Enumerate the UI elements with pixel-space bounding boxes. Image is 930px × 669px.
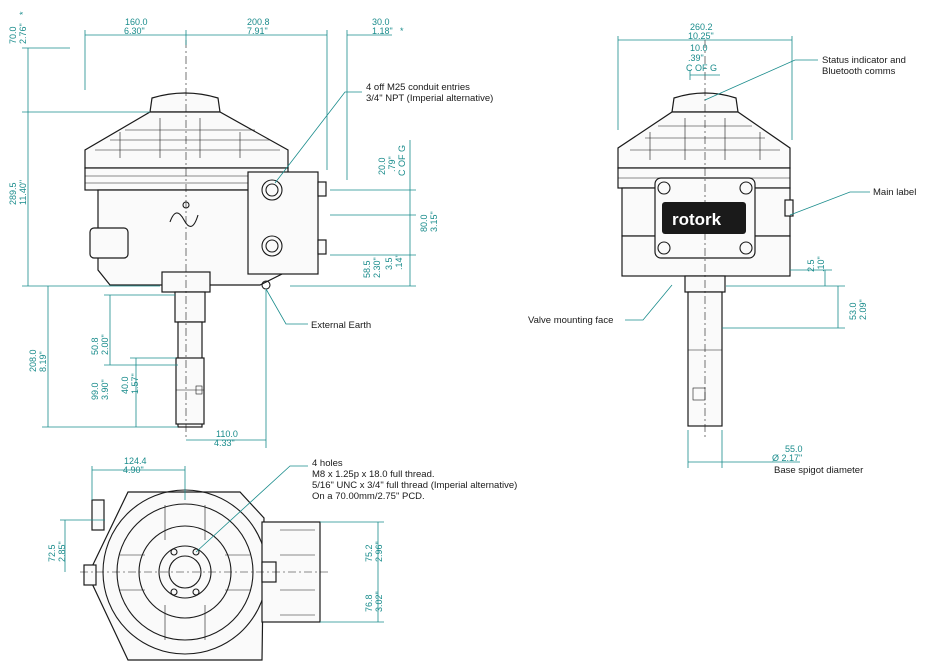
dim-530-mm: 53.0: [848, 302, 858, 320]
dim-35-mm: 3.5: [384, 257, 394, 270]
bottom-view-dimensions: 124.4 4.90" 72.5 2.85" 75.2 2.96" 76.8 3…: [47, 456, 384, 623]
rotork-logo: rotork: [672, 210, 722, 229]
dim-2602-in: 10.25": [688, 31, 714, 41]
dim-2080-in: 8.19": [38, 351, 48, 372]
front-view: rotork: [617, 40, 794, 440]
dim-1244-in: 4.90": [123, 465, 144, 475]
side-view-dimensions: 160.0 6.30" 200.8 7.91" 30.0 1.18" * 70.…: [8, 11, 439, 448]
dim-530-in: 2.09": [858, 299, 868, 320]
dim-30-star: *: [400, 26, 404, 36]
dim-752-in: 2.96": [374, 541, 384, 562]
dim-160-in: 6.30": [124, 26, 145, 36]
dim-2008-mm: 200.8: [247, 17, 270, 27]
dim-2080-mm: 208.0: [28, 349, 38, 372]
dim-2008-in: 7.91": [247, 26, 268, 36]
dim-2602-mm: 260.2: [690, 22, 713, 32]
dim-80-mm: 80.0: [419, 214, 429, 232]
dim-768-in: 3.02": [374, 591, 384, 612]
dim-70-in: 2.76": [18, 23, 28, 44]
label-conduit-1: 4 off M25 conduit entries: [366, 82, 470, 93]
dim-400-mm: 40.0: [120, 376, 130, 394]
label-status-1: Status indicator and: [822, 55, 906, 66]
dim-30-in: 1.18": [372, 26, 393, 36]
label-status-2: Bluetooth comms: [822, 66, 896, 77]
label-holes-2: M8 x 1.25p x 18.0 full thread.: [312, 469, 435, 480]
dim-20-in: .79": [387, 156, 397, 172]
label-holes-3: 5/16" UNC x 3/4" full thread (Imperial a…: [312, 480, 517, 491]
dim-752-mm: 75.2: [364, 544, 374, 562]
dim-20-mm: 20.0: [377, 157, 387, 175]
label-holes-1: 4 holes: [312, 458, 343, 469]
dim-30-mm: 30.0: [372, 17, 390, 27]
dim-70-mm: 70.0: [8, 26, 18, 44]
dim-400-in: 1.57": [130, 373, 140, 394]
dim-550-in: Ø 2.17": [772, 453, 802, 463]
dim-990-mm: 99.0: [90, 382, 100, 400]
dim-1244-mm: 124.4: [124, 456, 147, 466]
dim-550-mm: 55.0: [785, 444, 803, 454]
dim-100-cog: C OF G: [686, 63, 717, 73]
bottom-view: [80, 489, 330, 661]
label-conduit-2: 3/4" NPT (Imperial alternative): [366, 93, 493, 104]
label-base-spigot: Base spigot diameter: [774, 465, 863, 476]
front-view-callouts: Status indicator and Bluetooth comms Mai…: [528, 55, 916, 476]
dim-585-mm: 58.5: [362, 260, 372, 278]
label-valve-mounting-face: Valve mounting face: [528, 315, 613, 326]
dim-20-cog: C OF G: [397, 145, 407, 176]
side-view-callouts: 4 off M25 conduit entries 3/4" NPT (Impe…: [265, 82, 493, 331]
dim-508-in: 2.00": [100, 334, 110, 355]
dim-508-mm: 50.8: [90, 337, 100, 355]
label-external-earth: External Earth: [311, 320, 371, 331]
dim-2895-mm: 289.5: [8, 182, 18, 205]
dim-160-mm: 160.0: [125, 17, 148, 27]
dim-100-mm: 10.0: [690, 43, 708, 53]
dim-585-in: 2.30": [372, 257, 382, 278]
label-main-label: Main label: [873, 187, 916, 198]
front-view-dimensions: 260.2 10.25" 10.0 .39" C OF G 2.5 .10" 5…: [617, 22, 868, 468]
dim-100-in: .39": [688, 53, 704, 63]
dim-768-mm: 76.8: [364, 594, 374, 612]
dim-25-mm: 2.5: [806, 259, 816, 272]
dim-80-in: 3.15": [429, 211, 439, 232]
dim-35-in: .14": [394, 254, 404, 270]
dim-1100-in: 4.33": [214, 438, 235, 448]
dim-990-in: 3.90": [100, 379, 110, 400]
side-view: [84, 40, 327, 440]
dim-725-mm: 72.5: [47, 544, 57, 562]
bottom-view-callouts: 4 holes M8 x 1.25p x 18.0 full thread. 5…: [195, 458, 517, 553]
dim-70-star: *: [18, 11, 28, 15]
label-holes-4: On a 70.00mm/2.75" PCD.: [312, 491, 425, 502]
dim-725-in: 2.85": [57, 541, 67, 562]
dim-25-in: .10": [816, 256, 826, 272]
dim-2895-in: 11.40": [18, 180, 28, 205]
dim-1100-mm: 110.0: [216, 429, 238, 439]
